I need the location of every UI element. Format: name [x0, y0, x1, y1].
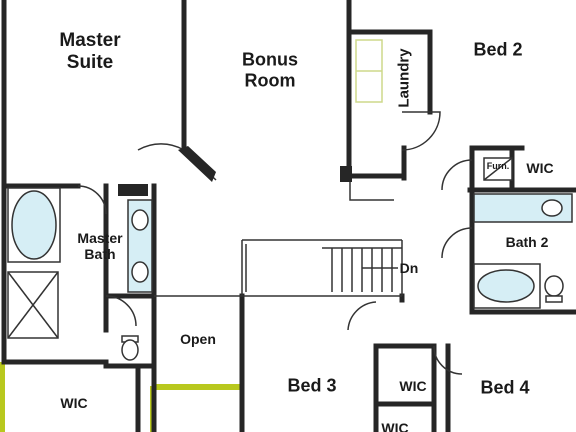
room-label-wic-master: WIC — [60, 394, 88, 411]
room-label-wic-bed2: WIC — [526, 159, 554, 176]
room-label-bonus-room: Bonus Room — [242, 49, 298, 90]
room-label-bath2: Bath 2 — [505, 233, 549, 250]
room-label-master-suite: Master Suite — [59, 30, 121, 73]
room-label-bed2: Bed 2 — [473, 39, 523, 60]
window-open — [152, 384, 242, 390]
window-left — [0, 362, 5, 432]
stair-label-down: Dn — [399, 259, 419, 276]
exterior-windows — [0, 362, 242, 432]
room-label-bed4: Bed 4 — [480, 377, 530, 398]
room-label-laundry: Laundry — [395, 48, 413, 108]
wall-accents — [118, 146, 352, 196]
room-label-furnace: Furn. — [486, 160, 510, 171]
room-label-wic-bed4: WIC — [399, 377, 427, 394]
fixtures — [7, 39, 573, 375]
room-label-master-bath: Master Bath — [77, 229, 123, 262]
room-label-bed3: Bed 3 — [287, 375, 337, 396]
room-label-open: Open — [180, 330, 216, 347]
room-label-wic-bed3: WIC — [381, 419, 409, 432]
